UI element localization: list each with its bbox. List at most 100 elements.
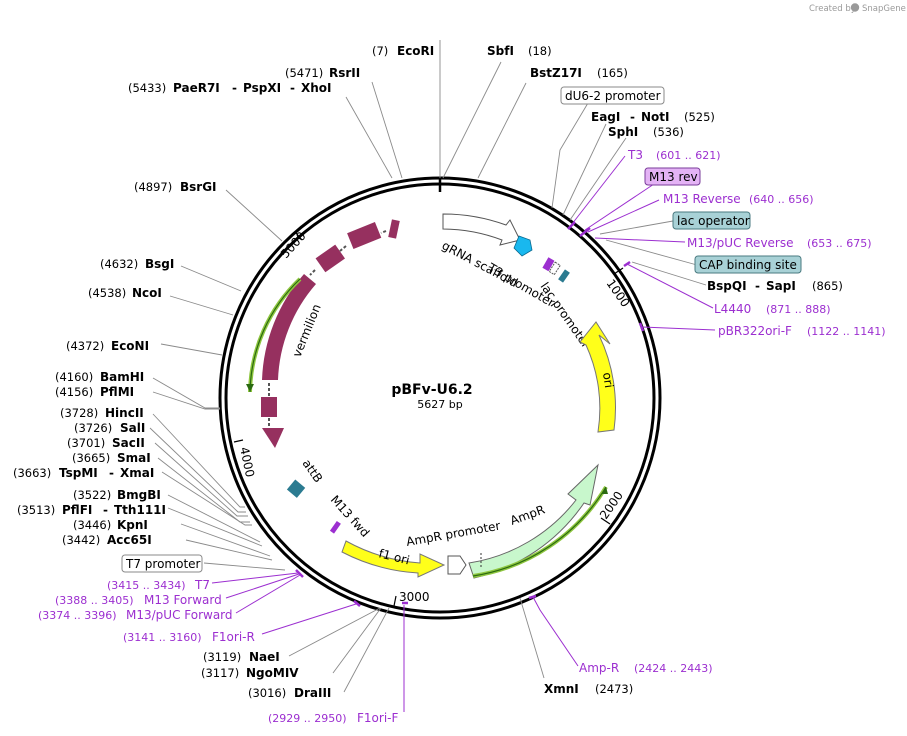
sapi-name[interactable]: SapI [766,279,796,293]
bmgbi-pos: (3522) [73,488,111,502]
sphi-name[interactable]: SphI [608,125,638,139]
grna-scaffold-arrow[interactable] [442,213,521,246]
vermilion-exon-4[interactable] [262,274,316,380]
attb-box[interactable] [286,479,306,498]
noti-name[interactable]: NotI [641,110,670,124]
ecori-name[interactable]: EcoRI [397,44,434,58]
f1ori-f-name[interactable]: F1ori-F [357,711,398,725]
m13puc-reverse-range: (653 .. 675) [807,237,872,250]
draiii-name[interactable]: DraIII [294,686,331,700]
pflfi-name[interactable]: PflFI [62,503,92,517]
bamhi-pos: (4160) [55,370,93,384]
ngomiv-name[interactable]: NgoMIV [246,666,299,680]
vermilion-exon-2[interactable] [347,221,382,249]
paer7i-sep1: - [232,81,237,95]
eagi-name[interactable]: EagI [591,110,620,124]
hincii-name[interactable]: HincII [105,406,144,420]
t7-primer-name[interactable]: T7 [194,578,210,592]
ampr-orf-arrowhead [602,487,608,494]
vermilion-intron-1 [380,230,387,234]
m13reverse-name[interactable]: M13 Reverse [663,192,741,206]
cyan-feature-arrow[interactable] [513,235,533,257]
vermilion-orf-arrowhead [246,384,254,392]
m13-fwd-mark[interactable] [329,520,341,534]
vermilion-exon-1[interactable] [388,219,400,239]
tick-label-3000: 3000 [399,590,430,604]
lead-ncoi [169,295,234,316]
ampr-promoter-arrow[interactable] [447,555,467,575]
paer7i-name[interactable]: PaeR7I [173,81,220,95]
m13puc-forward-range: (3374 .. 3396) [38,609,117,622]
sbfi-name[interactable]: SbfI [487,44,514,58]
ampr-primer-name[interactable]: Amp-R [579,661,619,675]
lead-sbfi [442,61,502,179]
vermilion-exon-3[interactable] [315,244,345,273]
tspmi-sep: - [109,466,114,480]
l4440-name[interactable]: L4440 [714,302,751,316]
primer-mark-t7 [295,569,304,578]
ampr-primer-range: (2424 .. 2443) [634,662,713,675]
snapgene-logo-icon [850,3,860,12]
sacii-name[interactable]: SacII [112,436,145,450]
xmni-name[interactable]: XmnI [544,682,579,696]
smai-name[interactable]: SmaI [117,451,151,465]
tspmi-pos: (3663) [13,466,51,480]
ori-arrow[interactable] [579,321,616,433]
lead-kpni [180,523,271,557]
econi-name[interactable]: EcoNI [111,339,149,353]
pflfi-pos: (3513) [17,503,55,517]
ncoi-name[interactable]: NcoI [132,286,162,300]
t3-primer-name[interactable]: T3 [627,148,643,162]
lead-sali [149,427,246,513]
m13-rev-box[interactable] [644,167,701,186]
bsrgi-name[interactable]: BsrGI [180,180,217,194]
naei-name[interactable]: NaeI [249,650,280,664]
plead-pbr322 [641,326,716,331]
primer-mark-ampr [528,594,537,600]
lead-ngomiv [332,607,382,674]
m13forward-name[interactable]: M13 Forward [144,593,222,607]
plasmid-length: 5627 bp [417,398,462,411]
lead-bsrgi [225,189,283,242]
m13forward-range: (3388 .. 3405) [55,594,134,607]
lead-acc65i [185,539,273,561]
bsgi-name[interactable]: BsgI [145,257,174,271]
lac-operator-label: lac operator [677,214,750,228]
pflmi-name[interactable]: PflMI [100,385,134,399]
f1ori-r-range: (3141 .. 3160) [123,631,202,644]
rsrii-name[interactable]: RsrII [329,66,360,80]
xhoi-name[interactable]: XhoI [301,81,332,95]
xmai-name[interactable]: XmaI [120,466,154,480]
acc65i-name[interactable]: Acc65I [107,533,152,547]
cap-site-box[interactable] [694,255,802,274]
bstz17i-name[interactable]: BstZ17I [530,66,582,80]
m13puc-reverse-name[interactable]: M13/pUC Reverse [687,236,794,250]
t7-promoter-box[interactable] [121,554,203,573]
t7-primer-range: (3415 .. 3434) [107,579,186,592]
bspqi-sep: - [755,279,760,293]
bamhi-name[interactable]: BamHI [100,370,144,384]
kpni-name[interactable]: KpnI [117,518,148,532]
t3-promoter-mark[interactable] [542,257,555,272]
lac-operator-mark[interactable] [548,261,561,276]
du6-promoter-box[interactable] [560,86,665,105]
tspmi-name[interactable]: TspMI [59,466,98,480]
lac-operator-box[interactable] [672,211,751,230]
bspqi-name[interactable]: BspQI [707,279,747,293]
pspxi-name[interactable]: PspXI [243,81,281,95]
pbr322ori-name[interactable]: pBR322ori-F [718,324,792,338]
f1ori-r-name[interactable]: F1ori-R [212,630,255,644]
ori-label: ori [600,371,616,388]
sacii-pos: (3701) [67,436,105,450]
lead-bsgi [180,265,242,292]
vermilion-exon-5[interactable] [261,397,277,417]
cap-site-mark[interactable] [558,269,570,283]
cap-site-label: CAP binding site [699,258,797,272]
bmgbi-name[interactable]: BmgBI [117,488,161,502]
f1ori-f-range: (2929 .. 2950) [268,712,347,725]
primer-mark-pbr322 [638,322,645,332]
sali-name[interactable]: SalI [120,421,145,435]
tth111i-name[interactable]: Tth111I [114,503,166,517]
m13puc-forward-name[interactable]: M13/pUC Forward [126,608,233,622]
f1-ori-arrow[interactable] [341,540,446,578]
